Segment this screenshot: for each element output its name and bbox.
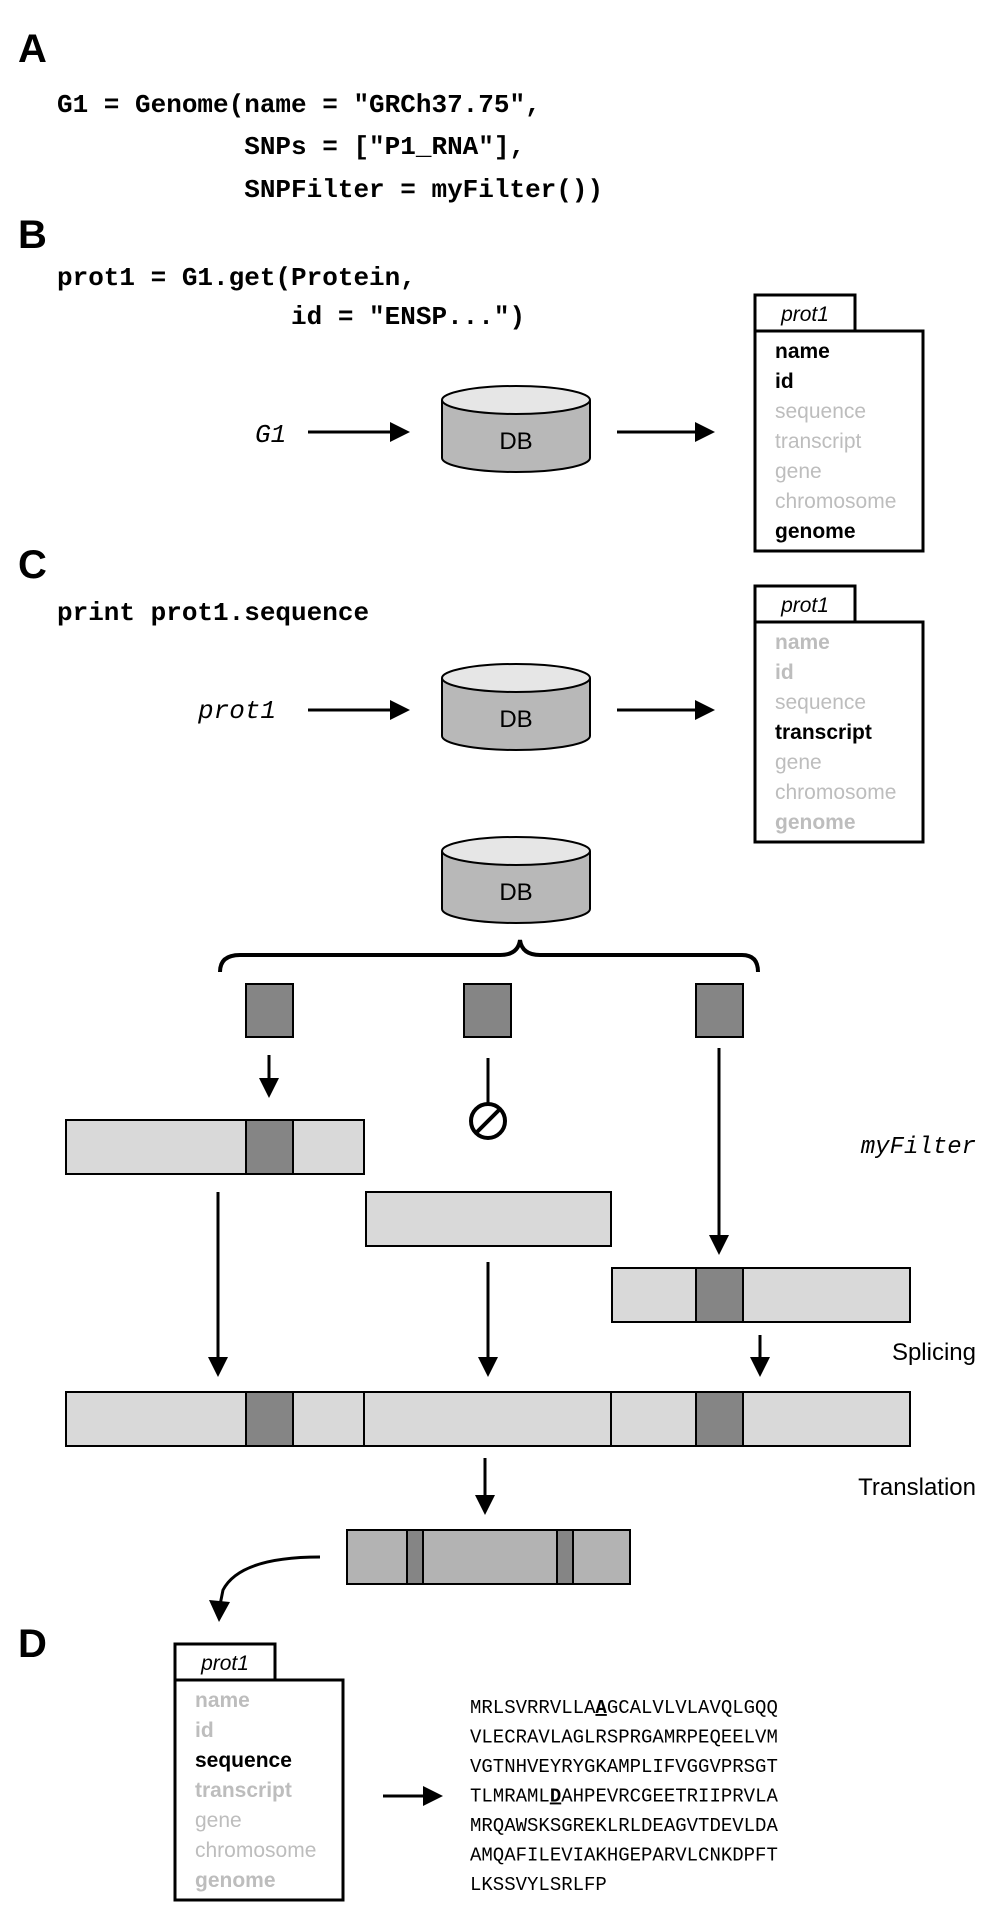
object-field-transcript: transcript [195, 1779, 292, 1802]
snp-marker [463, 983, 512, 1038]
object-field-name: name [775, 340, 830, 363]
sequence-line: MRLSVRRVLLAAGCALVLVLAVQLGQQ [470, 1697, 778, 1719]
object-field-id: id [775, 661, 794, 684]
object-field-sequence: sequence [195, 1749, 292, 1772]
object-field-sequence: sequence [775, 691, 866, 714]
snp-residue: A [595, 1697, 607, 1719]
object-tab-label: prot1 [780, 594, 829, 617]
db-label: DB [499, 706, 532, 733]
exon-2 [365, 1191, 612, 1247]
object-field-transcript: transcript [775, 430, 862, 453]
arrow-right-icon [308, 700, 410, 720]
code-line-c1: print prot1.sequence [57, 598, 369, 628]
snp-marker [245, 983, 294, 1038]
my-filter-label: myFilter [861, 1134, 976, 1161]
object-field-genome: genome [195, 1869, 276, 1892]
arrow-right-icon [617, 700, 715, 720]
exon-3 [611, 1267, 911, 1323]
object-field-gene: gene [775, 460, 822, 483]
arrow-down-icon [750, 1335, 770, 1377]
panel-letter-d: D [18, 1622, 47, 1666]
protein-product [346, 1529, 631, 1585]
input-label-g1: G1 [255, 420, 286, 450]
panel-letter-b: B [18, 213, 47, 257]
sequence-line: LKSSVYLSRLFP [470, 1874, 607, 1896]
database-icon: DB [441, 836, 591, 924]
object-field-sequence: sequence [775, 400, 866, 423]
sequence-line: TLMRAMLDAHPEVRCGEETRIIPRVLA [470, 1786, 778, 1808]
snp-residue: D [550, 1786, 561, 1808]
object-field-chromosome: chromosome [775, 490, 896, 513]
sequence-line: VLECRAVLAGLRSPRGAMRPEQEELVM [470, 1727, 778, 1749]
code-line-a2: SNPs = ["P1_RNA"], [57, 132, 525, 162]
arrow-down-icon [208, 1192, 228, 1377]
panel-letter-a: A [18, 27, 47, 71]
object-field-chromosome: chromosome [775, 781, 896, 804]
arrow-down-icon [709, 1048, 729, 1255]
snp-marker [695, 983, 744, 1038]
object-field-gene: gene [775, 751, 822, 774]
object-field-chromosome: chromosome [195, 1839, 316, 1862]
code-line-b1: prot1 = G1.get(Protein, [57, 263, 416, 293]
arrow-down-icon [259, 1055, 279, 1098]
object-field-transcript: transcript [775, 721, 872, 744]
object-field-gene: gene [195, 1809, 242, 1832]
object-field-id: id [195, 1719, 214, 1742]
object-card-3: prot1 name id sequence transcript gene chromo… [173, 1642, 345, 1902]
code-line-a1: G1 = Genome(name = "GRCh37.75", [57, 90, 541, 120]
database-icon: DB [441, 663, 591, 751]
object-card-1: prot1 name id sequence transcript gene chromo… [753, 293, 925, 553]
object-field-genome: genome [775, 811, 856, 834]
database-icon: DB [441, 385, 591, 473]
arrow-right-icon [383, 1786, 443, 1806]
curly-brace-icon [218, 939, 760, 973]
exon-1 [65, 1119, 365, 1175]
db-label: DB [499, 879, 532, 906]
arrow-right-icon [308, 422, 410, 442]
object-field-id: id [775, 370, 794, 393]
translation-label: Translation [858, 1474, 976, 1501]
sequence-line: VGTNHVEYRYGKAMPLIFVGGVPRSGT [470, 1756, 778, 1778]
input-label-prot1: prot1 [197, 696, 276, 726]
arrow-down-icon [478, 1262, 498, 1377]
blocked-icon [469, 1058, 507, 1140]
object-tab-label: prot1 [780, 303, 829, 326]
sequence-line: MRQAWSKSGREKLRLDEAGVTDEVLDA [470, 1815, 778, 1837]
protein-sequence: MRLSVRRVLLAAGCALVLVLAVQLGQQ VLECRAVLAGLRS… [470, 1697, 778, 1896]
arrow-right-icon [617, 422, 715, 442]
arrow-down-icon [475, 1458, 495, 1515]
object-field-genome: genome [775, 520, 856, 543]
object-tab-label: prot1 [200, 1652, 249, 1675]
splicing-label: Splicing [892, 1339, 976, 1366]
object-field-name: name [195, 1689, 250, 1712]
object-card-2: prot1 name id sequence transcript gene chromo… [753, 584, 925, 844]
curved-arrow-icon [209, 1555, 321, 1622]
sequence-line: AMQAFILEVIAKHGEPARVLCNKDPFT [470, 1845, 778, 1867]
panel-letter-c: C [18, 543, 47, 587]
db-label: DB [499, 428, 532, 455]
object-field-name: name [775, 631, 830, 654]
code-line-a3: SNPFilter = myFilter()) [57, 175, 603, 205]
code-line-b2: id = "ENSP...") [57, 302, 525, 332]
spliced-transcript [65, 1391, 911, 1447]
